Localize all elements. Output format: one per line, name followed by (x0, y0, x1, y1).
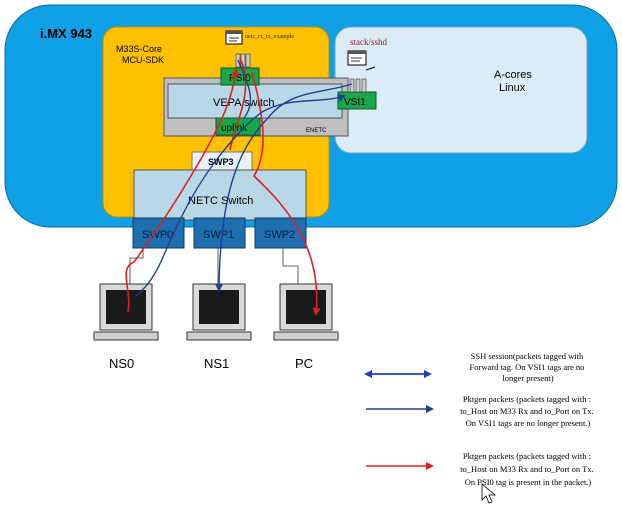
ns0-computer-icon (93, 283, 159, 341)
pc-label: PC (295, 356, 313, 371)
acores-os-label: Linux (499, 82, 526, 94)
enetc-label: ENETC (306, 128, 327, 134)
ns1-label: NS1 (204, 356, 229, 371)
swp1-port (193, 217, 246, 249)
pc-computer-icon (273, 283, 339, 341)
vsi1-label: VSI1 (344, 97, 366, 108)
acores-label: A-cores (494, 69, 532, 81)
acores-app-window-icon (347, 50, 376, 71)
netc-switch (133, 169, 307, 221)
swp0-port (132, 217, 185, 249)
acores-server-icon (349, 78, 367, 93)
swp3-label: SWP3 (208, 157, 234, 167)
m33-core-label: M33S-Core (116, 44, 162, 54)
psi0-label: PSI0 (229, 73, 251, 84)
ns1-computer-icon (186, 283, 252, 341)
acores-app-label: stack/sshd (350, 37, 387, 47)
psi0-port (220, 67, 260, 86)
blue-flow-paths (135, 59, 353, 297)
m33-app-window-icon (225, 30, 243, 45)
legend-pktgen-blue-text: Pktgen packets (packets tagged with : to… (460, 394, 596, 428)
swp2-port (254, 217, 307, 249)
m33-sdk-label: MCU-SDK (122, 55, 164, 65)
uplink-label: uplink (221, 123, 248, 134)
mouse-cursor-icon (481, 483, 497, 504)
swp0-label: SWP0 (142, 229, 173, 241)
legend-ssh-text: SSH session(packets tagged with Forward … (470, 351, 587, 383)
swp2-label: SWP2 (264, 229, 295, 241)
ns0-label: NS0 (109, 356, 134, 371)
netc-switch-label: NETC Switch (188, 195, 253, 207)
legend-pktgen-red-text: Pktgen packets (packets tagged with : to… (460, 451, 596, 487)
m33-app-label: netc_rx_tx_example (245, 34, 294, 40)
soc-title: i.MX 943 (40, 26, 92, 41)
swp1-label: SWP1 (203, 229, 234, 241)
